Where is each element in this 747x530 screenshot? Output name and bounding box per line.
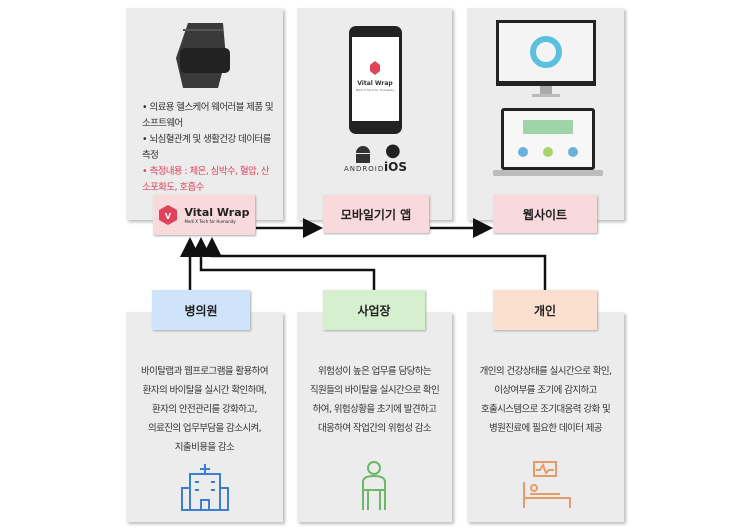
worker-icon — [362, 461, 386, 510]
svg-text:V: V — [165, 212, 172, 221]
patient-bed-icon — [523, 461, 571, 508]
workplace-panel — [297, 312, 452, 522]
workplace-box: 사업장 — [323, 290, 425, 330]
mobile-app-box: 모바일기기 앱 — [323, 195, 429, 233]
wristband-icon — [176, 23, 230, 88]
svg-text:Medi X Tech for Humanity: Medi X Tech for Humanity — [356, 88, 395, 92]
hospital-building-icon — [181, 464, 229, 511]
desktop-monitor-icon — [496, 20, 596, 97]
laptop-icon — [493, 108, 603, 176]
device-features: 의료용 헬스케어 웨어러블 제품 및 소프트웨어 뇌심혈관계 및 생활건강 데이… — [142, 100, 277, 196]
apple-icon: ● — [385, 140, 401, 161]
personal-box: 개인 — [493, 290, 597, 330]
hospital-panel — [126, 312, 283, 522]
android-label: ANDROID — [344, 165, 385, 173]
ios-label: iOS — [384, 160, 407, 174]
website-box: 웹사이트 — [493, 195, 597, 233]
hospital-box: 병의원 — [152, 290, 250, 330]
personal-panel — [467, 312, 624, 522]
screen-brand: Vital Wrap — [357, 80, 393, 87]
smartphone-icon: Vital Wrap Medi X Tech for Humanity — [349, 26, 402, 134]
vital-wrap-logo-icon: V — [159, 205, 178, 225]
android-icon — [356, 146, 370, 163]
